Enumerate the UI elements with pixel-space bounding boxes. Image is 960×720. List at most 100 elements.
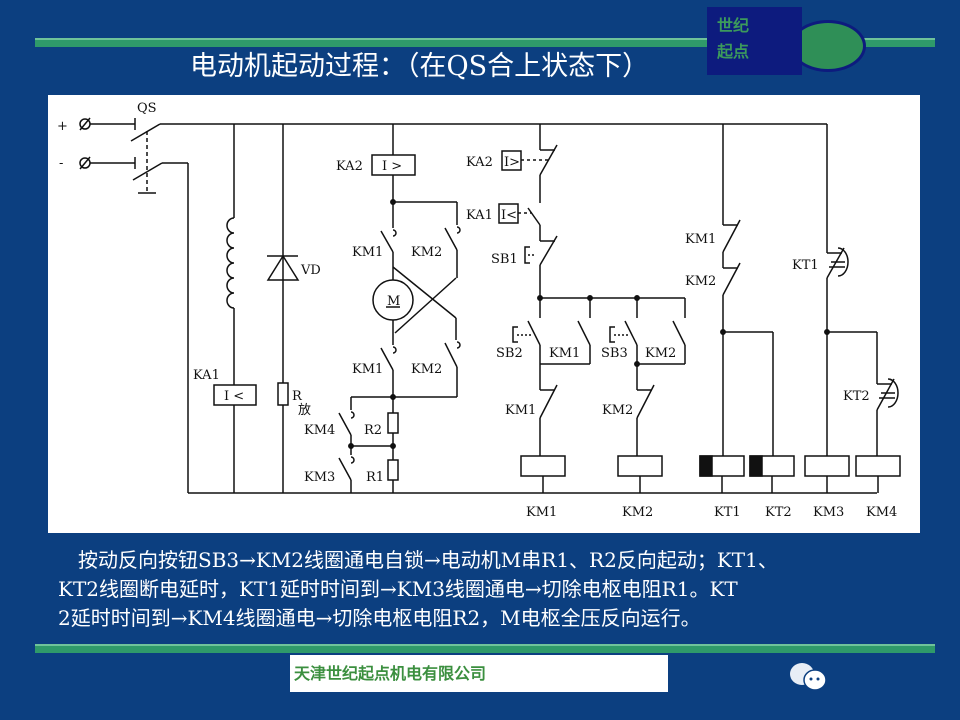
description: 按动反向按钮SB3→KM2线圈通电自锁→电动机M串R1、R2反向起动；KT1、 … <box>58 546 958 633</box>
discharge-resistor <box>277 382 289 406</box>
km2-coil <box>617 455 663 477</box>
ka2-nc-contact <box>539 144 558 176</box>
sb1-button <box>524 246 530 264</box>
km1-hold-contact <box>577 320 591 346</box>
km2-hold-contact <box>672 320 686 346</box>
r2-resistor <box>387 412 399 434</box>
km4-coil <box>855 455 901 477</box>
logo: 世纪 起点 <box>707 7 802 75</box>
arc-chute <box>350 456 355 464</box>
label-ka2-ctrl: KA2 <box>466 155 493 170</box>
wechat-icon <box>790 663 827 691</box>
coil-label: KM1 <box>526 505 557 520</box>
vd-diode <box>266 255 300 281</box>
label-kt1-contact: KT1 <box>792 258 819 273</box>
field-winding <box>226 217 235 309</box>
logo-line1: 世纪 <box>717 16 750 35</box>
km2-nc-kt <box>722 262 741 296</box>
sb2-button <box>512 326 518 343</box>
cross-wire <box>394 277 457 334</box>
label-km3: KM3 <box>304 470 335 485</box>
label-ka2: KA2 <box>336 159 363 174</box>
km3-contact <box>338 457 352 481</box>
km1-lower-contact <box>380 347 394 371</box>
sb1-button <box>539 235 558 266</box>
label-km2-nc: KM2 <box>602 403 633 418</box>
ka1-no-contact <box>527 207 541 226</box>
sb2-button <box>527 320 541 346</box>
km2-lower-contact <box>444 342 458 368</box>
ka1-relay <box>213 384 257 406</box>
junction-dot <box>390 394 396 400</box>
circuit-diagram: + - QS KA1 I < VD R 放 KA2 I > KM1 KM2 M … <box>48 95 920 533</box>
label-sb1: SB1 <box>491 252 518 267</box>
coil-label: KM3 <box>813 505 844 520</box>
coil-label: KT2 <box>765 505 792 520</box>
arc-chute <box>392 346 397 354</box>
motor-label: M <box>387 294 400 309</box>
label-ka1-ctrl: KA1 <box>466 208 493 223</box>
arc-chute <box>350 411 355 419</box>
sb3-button <box>624 320 638 346</box>
circuit-svg: + - QS KA1 I < VD R 放 KA2 I > KM1 KM2 M … <box>57 101 901 520</box>
kt2-delay-contact <box>876 378 895 411</box>
junction-dot <box>634 361 640 367</box>
terminal-plus <box>79 117 91 131</box>
kt2-coil-marker <box>749 455 763 477</box>
km2-upper-contact <box>444 227 458 251</box>
label-km1-lower: KM1 <box>352 362 383 377</box>
logo-line2: 起点 <box>717 42 750 61</box>
km2-interlock <box>636 384 655 419</box>
kt1-delay-contact <box>826 247 845 279</box>
label-r: R <box>292 389 303 404</box>
coil-label: KM2 <box>622 505 653 520</box>
ka2-box-text: I > <box>382 159 402 174</box>
label-qs: QS <box>137 101 157 116</box>
label-sb3: SB3 <box>601 346 628 361</box>
km1-coil <box>520 455 566 477</box>
sb3-button <box>609 326 615 343</box>
km1-nc-kt <box>722 219 741 253</box>
description-line: 2延时时间到→KM4线圈通电→切除电枢电阻R2，M电枢全压反向运行。 <box>58 606 701 630</box>
label-km2-upper: KM2 <box>411 245 442 260</box>
km3-coil <box>804 455 850 477</box>
ka1-box-text: I < <box>224 389 244 404</box>
header-stripe <box>35 38 935 47</box>
label-plus: + <box>57 119 68 134</box>
label-sb2: SB2 <box>496 346 523 361</box>
km1-interlock <box>539 384 558 419</box>
label-km2-lower: KM2 <box>411 362 442 377</box>
footer-stripe <box>35 644 935 653</box>
label-kt2-contact: KT2 <box>843 389 870 404</box>
r1-resistor <box>387 459 399 481</box>
label-km1-upper: KM1 <box>352 245 383 260</box>
label-km1-kt: KM1 <box>685 232 716 247</box>
ka1-ctrl-box-text: I< <box>501 208 517 223</box>
label-ka1: KA1 <box>193 368 220 383</box>
km1-upper-contact <box>380 230 394 253</box>
label-vd: VD <box>300 263 321 278</box>
coil-label: KM4 <box>866 505 897 520</box>
arc-chute <box>456 226 461 234</box>
label-minus: - <box>59 156 63 171</box>
company-name: 天津世纪起点机电有限公司 <box>290 655 668 692</box>
description-line: 按动反向按钮SB3→KM2线圈通电自锁→电动机M串R1、R2反向起动；KT1、 <box>58 548 778 572</box>
arc-chute <box>392 229 397 237</box>
description-line: KT2线圈断电延时，KT1延时时间到→KM3线圈通电→切除电枢电阻R1。KT <box>58 577 738 601</box>
qs-switch <box>132 162 163 181</box>
label-r-sub: 放 <box>298 403 311 418</box>
label-r1: R1 <box>366 470 384 485</box>
ka2-ctrl-box-text: I> <box>504 155 520 170</box>
arc-chute <box>456 341 461 349</box>
km4-contact <box>338 412 352 436</box>
kt1-delay-contact <box>837 247 849 277</box>
label-r2: R2 <box>364 423 382 438</box>
slide-title: 电动机起动过程：（在QS合上状态下） <box>190 51 650 82</box>
qs-switch <box>130 123 161 142</box>
label-km1-hold: KM1 <box>549 346 580 361</box>
label-km2-kt: KM2 <box>685 274 716 289</box>
label-km4: KM4 <box>304 423 335 438</box>
label-km2-hold: KM2 <box>645 346 676 361</box>
cross-wire <box>392 266 457 319</box>
kt1-coil-marker <box>699 455 713 477</box>
